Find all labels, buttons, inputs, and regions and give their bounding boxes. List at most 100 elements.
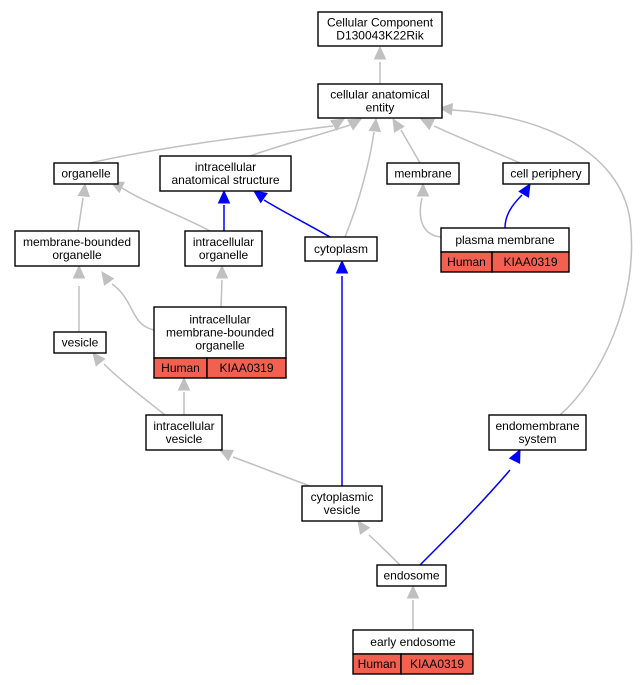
edge-iv-vesicle-line — [103, 363, 166, 416]
edge-membrane-cae-line — [400, 129, 421, 164]
edge-pm-membrane-arrowhead — [416, 182, 430, 197]
node-cellperiphery[interactable]: cell periphery — [502, 162, 590, 185]
species-label: Human — [447, 255, 486, 269]
node-label-line: membrane-bounded — [166, 326, 274, 340]
edge-iv-vesicle-arrowhead — [92, 352, 106, 367]
node-vesicle[interactable]: vesicle — [53, 331, 107, 354]
node-label-line: vesicle — [324, 503, 361, 517]
node-label-line: organelle — [199, 248, 249, 262]
edge-organelle-cae-line — [89, 125, 334, 164]
node-label-line: intracellular — [153, 419, 214, 433]
node-label-line: cytoplasm — [314, 242, 368, 256]
node-label-line: system — [518, 432, 556, 446]
node-label-line: early endosome — [370, 635, 456, 649]
edge-cv-iv-line — [232, 456, 311, 487]
node-label-line: cellular anatomical — [330, 88, 429, 102]
node-label-line: vesicle — [166, 432, 203, 446]
edge-io-organelle-line — [121, 187, 211, 232]
edge-pm-cellperiphery-arrowhead — [518, 182, 531, 198]
gene-label: KIAA0319 — [503, 255, 557, 269]
edge-cytoplasm-ias-line — [263, 199, 331, 238]
edge-es-cae — [438, 102, 633, 416]
edge-mbo-organelle-arrowhead — [77, 182, 91, 198]
edge-mbo-organelle — [77, 182, 91, 232]
edge-cytoplasm-ias — [253, 190, 331, 238]
node-imbo[interactable]: intracellularmembrane-boundedorganelleHu… — [153, 306, 287, 379]
node-label-line: organelle — [61, 167, 111, 181]
node-membrane[interactable]: membrane — [386, 162, 460, 185]
node-label-line: anatomical structure — [171, 173, 279, 187]
node-box — [159, 155, 292, 192]
node-label-line: D130043K22Rik — [336, 29, 424, 43]
node-box — [502, 162, 590, 185]
edge-cv-cytoplasm — [335, 259, 349, 486]
edge-endosome-es-line — [419, 469, 511, 566]
edge-iv-vesicle — [92, 352, 166, 416]
edge-es-cae-line — [451, 109, 633, 416]
edge-cytoplasm-cae-arrowhead — [368, 117, 382, 133]
edge-io-ias — [217, 189, 231, 231]
edge-iv-imbo-arrowhead — [177, 376, 191, 391]
node-label-line: intracellular — [195, 160, 256, 174]
node-label-line: plasma membrane — [455, 233, 555, 247]
edge-ee-endosome-arrowhead — [406, 584, 420, 599]
edges-layer — [72, 45, 633, 630]
edge-cae-root — [373, 45, 387, 84]
node-label-line: intracellular — [189, 313, 250, 327]
node-label-line: membrane — [394, 167, 452, 181]
node-label-line: cytoplasmic — [311, 490, 374, 504]
gene-cell — [491, 251, 570, 273]
node-box — [386, 162, 460, 185]
node-box — [304, 236, 378, 262]
edge-pm-cellperiphery-line — [504, 194, 523, 229]
edge-ee-endosome — [406, 584, 420, 630]
node-box — [53, 162, 119, 185]
edge-vesicle-mbo-arrowhead — [72, 264, 86, 279]
node-label-line: cell periphery — [510, 167, 581, 181]
node-box — [53, 331, 107, 354]
gene-label: KIAA0319 — [219, 361, 273, 375]
edge-imbo-mbo-arrowhead — [101, 271, 115, 286]
edge-endosome-es-arrowhead — [508, 448, 521, 464]
node-box — [317, 83, 443, 119]
node-organelle[interactable]: organelle — [53, 162, 119, 185]
edge-cae-root-arrowhead — [373, 45, 387, 60]
edge-imbo-io-arrowhead — [215, 264, 229, 279]
node-label-line: organelle — [195, 339, 245, 353]
edge-cellperiphery-cae — [419, 118, 521, 164]
edge-imbo-io — [215, 264, 229, 308]
node-box — [184, 230, 263, 267]
edge-ias-cae-line — [249, 124, 351, 157]
node-endosome[interactable]: endosome — [376, 564, 447, 587]
species-label: Human — [161, 361, 200, 375]
gene-cell — [400, 653, 474, 675]
edge-endosome-cv-line — [368, 534, 401, 566]
edge-cellperiphery-cae-arrowhead — [419, 118, 435, 131]
edge-imbo-io-line — [220, 279, 223, 308]
node-label-line: organelle — [52, 248, 102, 262]
node-cytoplasm[interactable]: cytoplasm — [304, 236, 378, 262]
node-box — [376, 564, 447, 587]
edge-mbo-organelle-line — [77, 197, 84, 232]
edge-cv-iv — [218, 449, 311, 487]
node-label-line: entity — [366, 101, 395, 115]
edge-cytoplasm-cae — [344, 117, 382, 238]
node-box — [488, 414, 587, 451]
edge-cv-cytoplasm-arrowhead — [335, 259, 349, 274]
node-label-line: endosome — [383, 569, 439, 583]
node-label-line: endomembrane — [495, 419, 579, 433]
edge-endosome-es — [419, 448, 521, 566]
edge-cytoplasm-cae-line — [344, 131, 375, 238]
